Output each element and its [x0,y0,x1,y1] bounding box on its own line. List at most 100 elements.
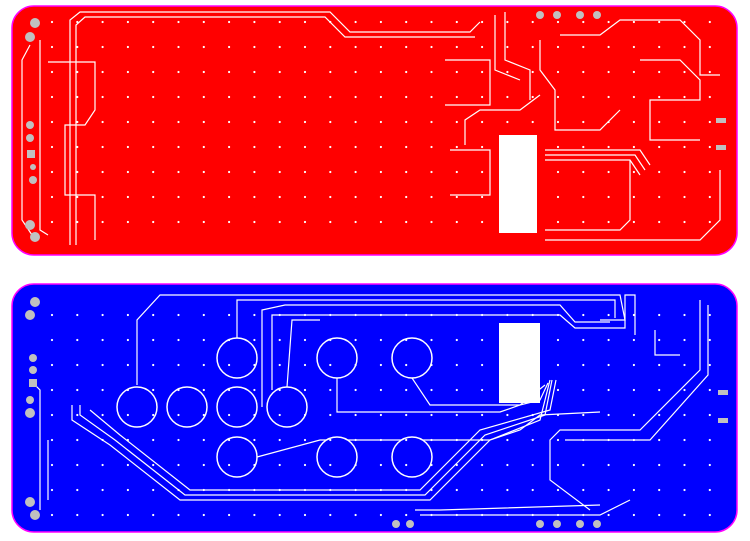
via [481,388,484,392]
via [253,513,256,517]
via [253,195,256,199]
via [379,313,382,317]
via [329,70,332,74]
via [354,388,357,392]
bottom-pads [25,297,728,528]
via [126,170,129,174]
via [556,120,560,124]
pad-circle [316,337,358,379]
via [556,513,560,517]
via [177,20,180,24]
via [278,463,281,467]
via [531,195,534,199]
pad-circle [116,386,158,428]
via [228,513,231,517]
via [152,488,155,492]
via [556,313,560,317]
via [329,170,332,174]
via [329,388,332,392]
via [126,313,129,317]
via [253,95,256,99]
via [708,338,711,342]
via [278,170,281,174]
bottom-vias [50,313,711,517]
via [607,388,610,392]
via [329,220,332,224]
via [354,513,357,517]
via [506,313,509,317]
via [506,513,509,517]
via [455,363,458,367]
via [152,195,155,199]
via [683,338,686,342]
via [303,463,307,467]
via [683,388,686,392]
via [455,145,458,149]
via [556,45,560,49]
via [582,413,585,417]
via [303,170,307,174]
via [658,313,661,317]
via [379,195,382,199]
via [278,438,281,442]
bottom-board-fill [11,283,738,533]
via [708,488,711,492]
via [278,388,281,392]
via [329,313,332,317]
via [253,413,256,417]
via [632,70,636,74]
bottom-button-pads [116,337,433,478]
via [278,95,281,99]
via [126,438,129,442]
via [253,363,256,367]
via [632,488,636,492]
via [582,438,585,442]
via [506,413,509,417]
via [76,120,79,124]
via [202,195,205,199]
via [202,388,205,392]
via [658,388,661,392]
via [531,20,534,24]
via [76,20,79,24]
via [253,463,256,467]
via [481,45,484,49]
via [481,145,484,149]
via [177,438,180,442]
via [455,45,458,49]
pad-circle [216,337,258,379]
via [430,120,433,124]
via [228,195,231,199]
via [228,488,231,492]
via [101,220,104,224]
pad-circle [391,436,433,478]
via [658,463,661,467]
via [506,20,509,24]
via [177,45,180,49]
via [506,463,509,467]
via [278,488,281,492]
via [531,313,534,317]
via [556,488,560,492]
via [76,170,79,174]
via [228,145,231,149]
via [582,488,585,492]
via [228,313,231,317]
via [531,95,534,99]
via [126,120,129,124]
via [658,438,661,442]
via [177,195,180,199]
via [329,413,332,417]
via [202,313,205,317]
via [126,388,129,392]
via [253,70,256,74]
via [708,463,711,467]
via [607,438,610,442]
via [101,438,104,442]
via [481,70,484,74]
via [607,413,610,417]
via [430,313,433,317]
via [632,463,636,467]
via [354,338,357,342]
via [607,488,610,492]
